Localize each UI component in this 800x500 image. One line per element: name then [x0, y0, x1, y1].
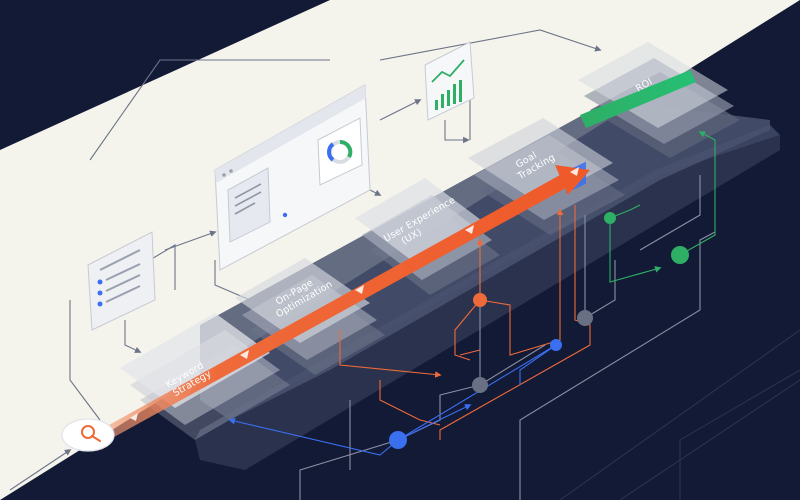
- start-node: [61, 418, 115, 452]
- flow-arrow: [100, 165, 590, 442]
- node-blue-large: [389, 431, 407, 449]
- node-orange: [473, 293, 487, 307]
- roi-arrow: [580, 70, 696, 128]
- node-gray-1: [472, 377, 488, 393]
- browser-panel: [214, 84, 371, 271]
- list-icon: [97, 249, 141, 307]
- node-green-large: [671, 246, 689, 264]
- bar-chart-icon: [431, 59, 465, 110]
- list-panel: [87, 231, 156, 331]
- node-blue-small: [550, 339, 562, 351]
- magnifier-icon: [81, 425, 102, 443]
- dark-decor-lines: [559, 329, 800, 500]
- network-nodes: [389, 212, 689, 449]
- donut-chart-icon: [327, 140, 353, 164]
- node-gray-2: [577, 310, 593, 326]
- chart-panel: [424, 41, 475, 121]
- node-green-small: [604, 212, 616, 224]
